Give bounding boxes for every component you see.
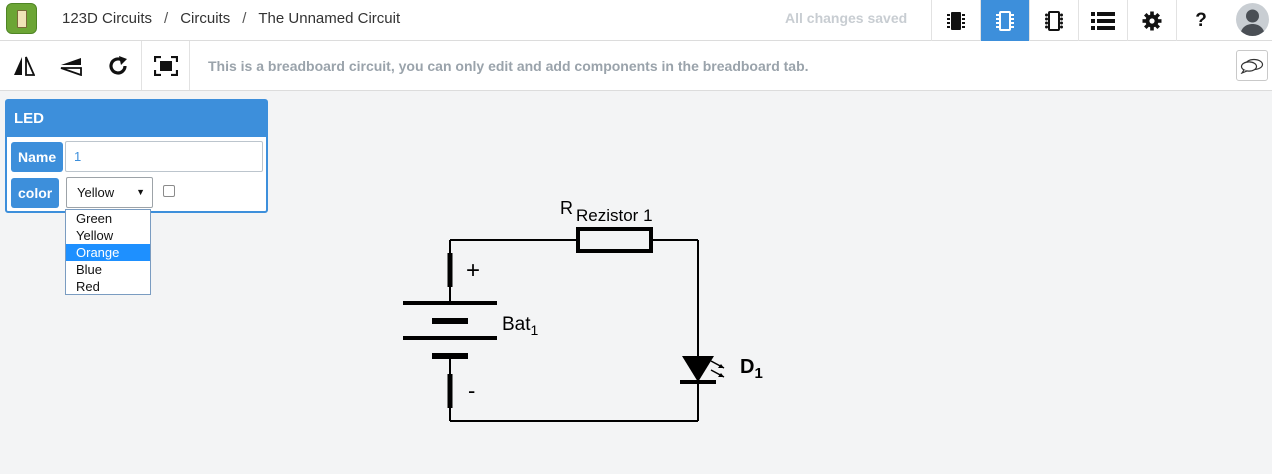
led-label: D1 [740,356,763,382]
pcb-view-button[interactable] [1029,0,1078,41]
flip-horizontal-icon [13,56,35,76]
color-option-orange[interactable]: Orange [66,244,150,261]
color-option-blue[interactable]: Blue [76,262,103,277]
rotate-button[interactable] [94,41,141,90]
led-arrowhead-2 [718,373,724,377]
schematic-canvas[interactable]: R Rezistor 1 + - Bat1 D1 [380,190,800,440]
avatar[interactable] [1236,3,1269,36]
toolbar-message: This is a breadboard circuit, you can on… [208,58,809,74]
name-label: Name [11,142,64,172]
color-select-value: Yellow [77,185,115,200]
battery-label-text: Bat [502,314,531,335]
inspector-title: LED [7,101,266,137]
battery-label-sub: 1 [530,321,539,338]
rotate-icon [108,55,127,75]
battery-minus-label: - [468,378,476,403]
color-select[interactable]: Yellow ▼ [66,177,153,208]
chip-icon [947,11,965,30]
save-status: All changes saved [785,10,908,26]
battery-plus-label: + [466,257,481,284]
settings-button[interactable] [1127,0,1176,41]
top-header: 123D Circuits/Circuits/The Unnamed Circu… [0,0,1272,41]
led-label-sub: 1 [754,365,763,382]
component-inspector: LED Name color Yellow ▼ [5,99,268,213]
color-option-green[interactable]: Green [76,211,113,226]
color-checkbox[interactable] [163,185,175,197]
comment-button[interactable] [1236,50,1268,81]
breadcrumb-circuit-name[interactable]: The Unnamed Circuit [258,10,401,27]
led-label-text: D [740,356,755,378]
color-option-yellow[interactable]: Yellow [76,228,114,243]
led-triangle [682,356,714,382]
user-icon [1240,9,1265,36]
circuit-diagram [403,227,725,422]
breadcrumb-circuits[interactable]: Circuits [180,10,231,27]
breadboard-view-button[interactable] [931,0,980,41]
led-arrowhead-1 [718,364,724,368]
caret-down-icon: ▼ [136,187,145,197]
schematic-icon [996,10,1014,31]
toolbar: This is a breadboard circuit, you can on… [0,41,1272,91]
fit-screen-icon [153,55,178,76]
breadcrumb: 123D Circuits/Circuits/The Unnamed Circu… [62,10,401,27]
resistor-symbol [576,227,653,253]
list-icon [1091,11,1115,30]
app-logo-icon[interactable] [6,3,37,34]
flip-vertical-button[interactable] [47,41,94,90]
name-input[interactable] [65,141,263,172]
flip-vertical-icon [60,57,82,76]
color-dropdown-list: Green Yellow Orange Blue Red [65,209,151,295]
schematic-view-button[interactable] [980,0,1029,41]
color-label: color [11,178,60,208]
gear-icon [1142,11,1162,30]
comment-icon [1240,58,1264,74]
resistor-prefix: R [560,198,573,218]
flip-horizontal-button[interactable] [0,41,47,90]
pcb-icon [1045,10,1063,31]
breadcrumb-home[interactable]: 123D Circuits [62,10,153,27]
color-option-red[interactable]: Red [76,279,100,294]
components-list-button[interactable] [1078,0,1127,41]
resistor-label: Rezistor 1 [576,206,653,225]
help-button[interactable]: ? [1176,0,1225,41]
battery-label: Bat1 [502,314,538,338]
help-icon: ? [1195,9,1207,31]
fit-screen-button[interactable] [142,41,189,90]
